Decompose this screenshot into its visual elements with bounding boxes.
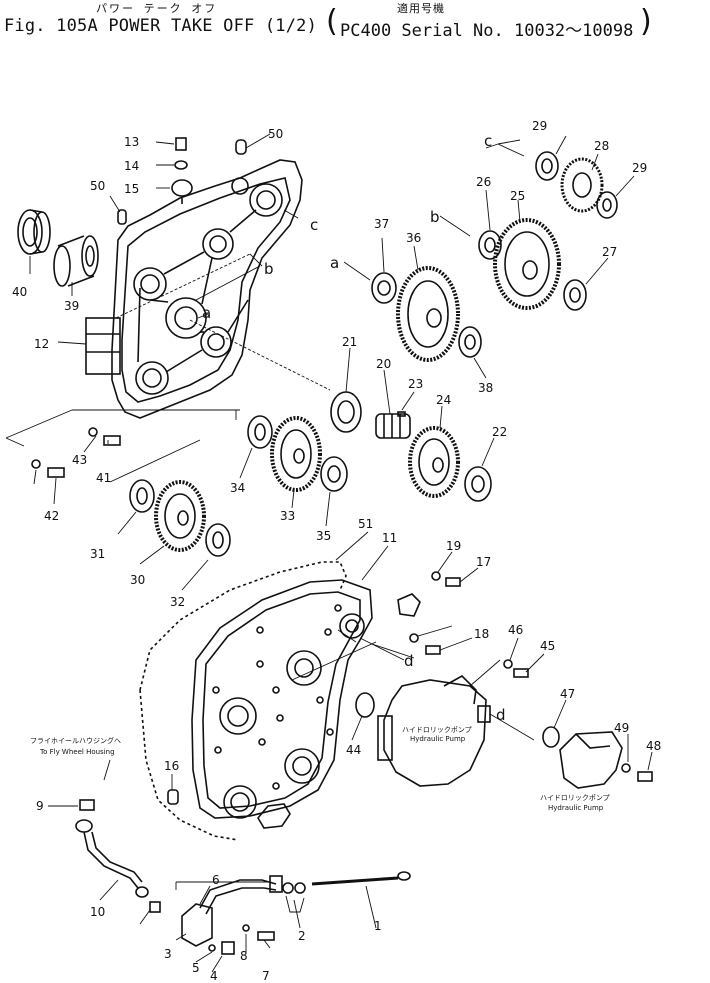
flywheel-label-en: To Fly Wheel Housing bbox=[39, 748, 115, 756]
part-number: 31 bbox=[90, 547, 105, 561]
part-number: 1 bbox=[374, 919, 382, 933]
part-number: 10 bbox=[90, 905, 105, 919]
letter-b: b bbox=[264, 260, 274, 278]
part-number: 18 bbox=[474, 627, 489, 641]
part-number: 24 bbox=[436, 393, 451, 407]
part-number: 22 bbox=[492, 425, 507, 439]
part-number: 23 bbox=[408, 377, 423, 391]
title-kana: パワー テーク オフ bbox=[96, 2, 218, 15]
part-number: 16 bbox=[164, 759, 179, 773]
part-number: 48 bbox=[646, 739, 661, 753]
letter-d: d bbox=[496, 706, 506, 724]
letter-c: c bbox=[310, 216, 318, 234]
part-number: 17 bbox=[476, 555, 491, 569]
part-number: 7 bbox=[262, 969, 270, 983]
part-number: 13 bbox=[124, 135, 139, 149]
part-number: 29 bbox=[632, 161, 647, 175]
part-number: 21 bbox=[342, 335, 357, 349]
letter-c: c bbox=[484, 132, 492, 150]
part-number: 41 bbox=[96, 471, 111, 485]
leader-lines bbox=[5, 133, 653, 973]
part-number: 20 bbox=[376, 357, 391, 371]
part-number: 14 bbox=[124, 159, 139, 173]
part-number: 32 bbox=[170, 595, 185, 609]
letter-b: b bbox=[430, 208, 440, 226]
part-number: 30 bbox=[130, 573, 145, 587]
part-number: 3 bbox=[164, 947, 172, 961]
model-kana: 適用号機 bbox=[397, 2, 445, 15]
part-number: 51 bbox=[358, 517, 373, 531]
part-number: 9 bbox=[36, 799, 44, 813]
flywheel-label-jp: フライホイールハウジングへ bbox=[30, 736, 121, 745]
part-number: 36 bbox=[406, 231, 421, 245]
part-number: 40 bbox=[12, 285, 27, 299]
hydraulic-pump-cover bbox=[559, 731, 623, 789]
hydraulic-pump-main bbox=[377, 675, 491, 787]
part-number: 27 bbox=[602, 245, 617, 259]
part-number: 33 bbox=[280, 509, 295, 523]
letter-d: d bbox=[404, 652, 414, 670]
part-number: 4 bbox=[210, 969, 218, 983]
part-numbers: 1 2 3 4 5 6 7 8 9 10 11 12 13 14 15 16 1… bbox=[12, 119, 661, 983]
part-number: 11 bbox=[382, 531, 397, 545]
small-parts bbox=[17, 137, 653, 805]
pipe-assembly bbox=[75, 799, 411, 955]
part-number: 35 bbox=[316, 529, 331, 543]
pump-cover-label-en: Hydraulic Pump bbox=[548, 804, 604, 812]
part-number: 37 bbox=[374, 217, 389, 231]
part-number: 39 bbox=[64, 299, 79, 313]
gasket-outline bbox=[139, 561, 347, 841]
part-number: 45 bbox=[540, 639, 555, 653]
part-number: 6 bbox=[212, 873, 220, 887]
letter-a: a bbox=[330, 254, 339, 272]
part-number: 38 bbox=[478, 381, 493, 395]
part-number: 8 bbox=[240, 949, 248, 963]
part-number: 5 bbox=[192, 961, 200, 975]
part-number: 49 bbox=[614, 721, 629, 735]
part-number: 44 bbox=[346, 743, 361, 757]
serial-range: PC400 Serial No. 10032～10098 bbox=[340, 21, 634, 41]
part-number: 26 bbox=[476, 175, 491, 189]
letter-a: a bbox=[202, 304, 211, 322]
part-number: 46 bbox=[508, 623, 523, 637]
part-number: 42 bbox=[44, 509, 59, 523]
part-number: 2 bbox=[298, 929, 306, 943]
figure-title: Fig. 105A POWER TAKE OFF (1/2) bbox=[4, 16, 318, 36]
part-number: 29 bbox=[532, 119, 547, 133]
part-number: 50 bbox=[268, 127, 283, 141]
part-number: 28 bbox=[594, 139, 609, 153]
pump-label-en: Hydraulic Pump bbox=[410, 735, 466, 743]
pump-label-jp: ハイドロリックポンプ bbox=[402, 726, 472, 734]
annotations: ハイドロリックポンプ Hydraulic Pump ハイドロリックポンプ Hyd… bbox=[30, 726, 610, 812]
pump-cover-label-jp: ハイドロリックポンプ bbox=[540, 794, 610, 802]
part-number: 50 bbox=[90, 179, 105, 193]
part-number: 19 bbox=[446, 539, 461, 553]
open-paren: ( bbox=[326, 4, 338, 39]
gear-set bbox=[129, 151, 618, 557]
reference-letters: a a b b c c d d bbox=[202, 132, 506, 724]
front-housing-plate bbox=[85, 159, 303, 419]
part-number: 25 bbox=[510, 189, 525, 203]
part-number: 47 bbox=[560, 687, 575, 701]
part-number: 34 bbox=[230, 481, 245, 495]
part-number: 15 bbox=[124, 182, 139, 196]
part-number: 12 bbox=[34, 337, 49, 351]
rear-cover bbox=[191, 579, 373, 829]
close-paren: ) bbox=[640, 4, 652, 39]
part-number: 43 bbox=[72, 453, 87, 467]
